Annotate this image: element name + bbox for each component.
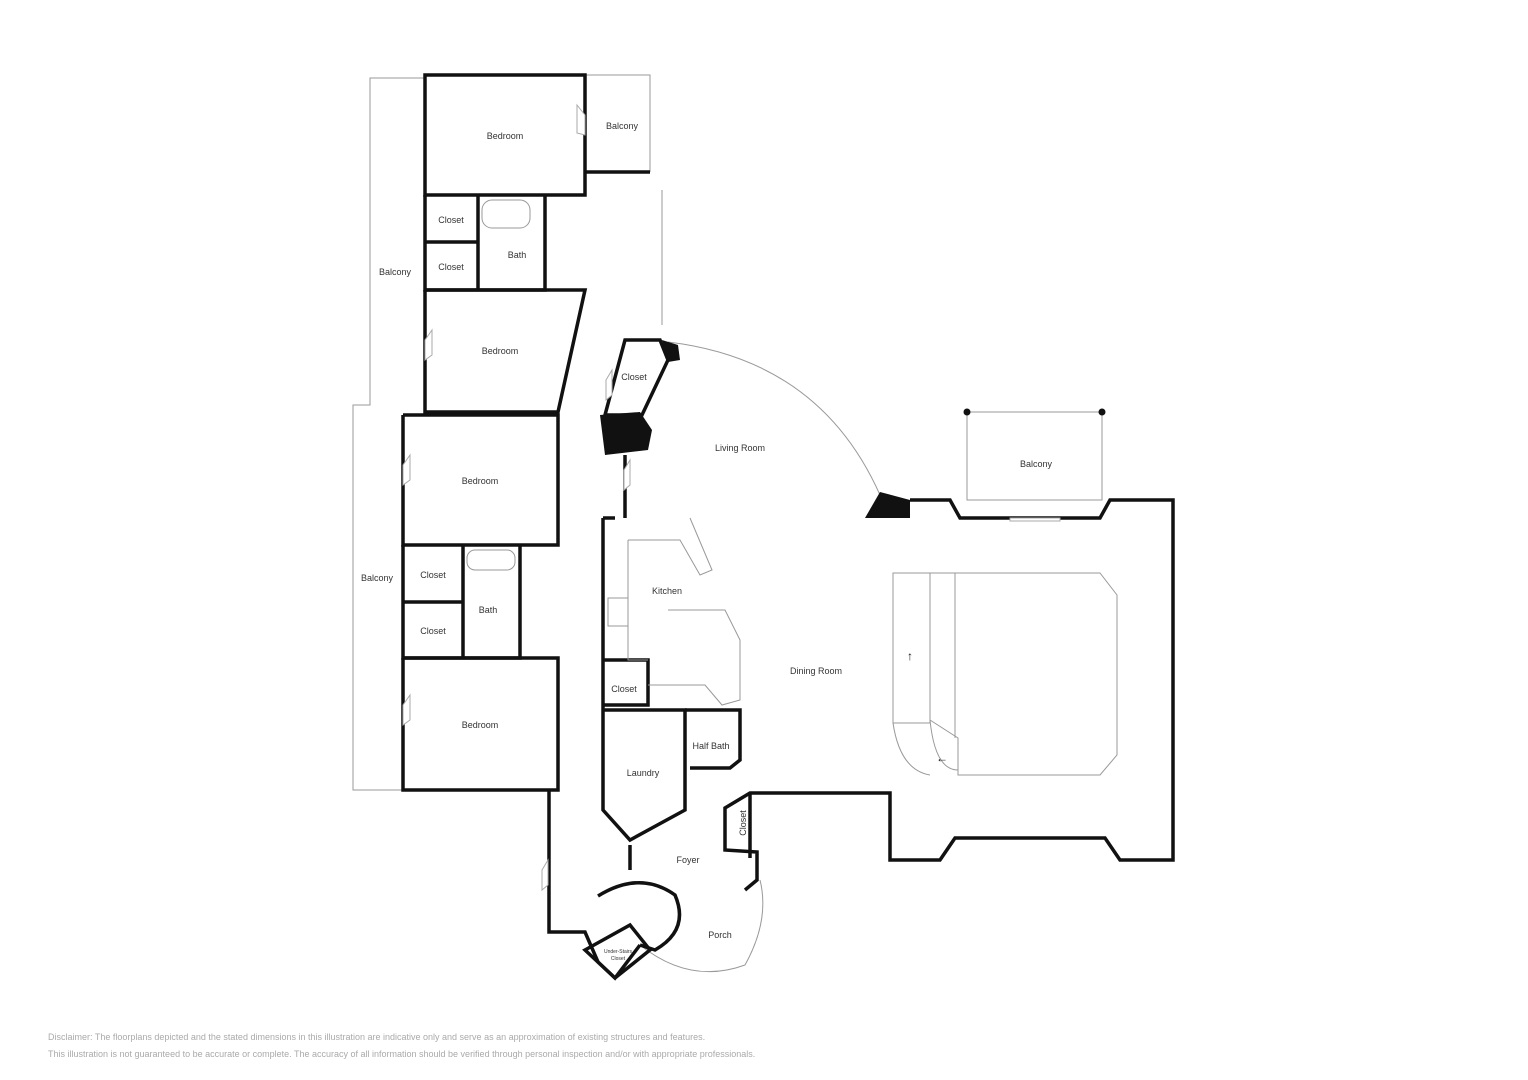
room-label: Closet — [420, 570, 446, 580]
room-label: Balcony — [361, 573, 394, 583]
room-label: Closet — [438, 215, 464, 225]
room-label: Closet — [738, 810, 748, 836]
room-label: Closet — [621, 372, 647, 382]
room-label: Porch — [708, 930, 732, 940]
room-label: Closet — [611, 956, 626, 962]
fixtures: ↑ ← — [466, 199, 1118, 776]
room-label: Bedroom — [482, 346, 519, 356]
room-label: Bedroom — [462, 720, 499, 730]
room-label: Closet — [420, 626, 446, 636]
svg-text:←: ← — [936, 751, 948, 765]
room-label: Balcony — [379, 267, 412, 277]
balcony-outlines — [352, 74, 1106, 973]
disclaimer-line: This illustration is not guaranteed to b… — [48, 1049, 756, 1059]
svg-text:↑: ↑ — [907, 649, 913, 663]
room-label: Laundry — [627, 768, 660, 778]
doors — [402, 103, 1061, 892]
room-label: Kitchen — [652, 586, 682, 596]
room-label: Bath — [479, 605, 498, 615]
room-label: Living Room — [715, 443, 765, 453]
disclaimer-line: Disclaimer: The floorplans depicted and … — [48, 1032, 706, 1042]
room-label: Foyer — [676, 855, 699, 865]
room-label: Balcony — [606, 121, 639, 131]
room-label: Under-Stairs — [604, 949, 633, 955]
walls — [401, 73, 1175, 981]
room-label: Closet — [438, 262, 464, 272]
room-labels: Bedroom Balcony Closet Closet Bath Balco… — [361, 121, 1053, 962]
room-label: Balcony — [1020, 459, 1053, 469]
room-label: Closet — [611, 684, 637, 694]
room-label: Bath — [508, 250, 527, 260]
room-label: Half Bath — [692, 741, 729, 751]
room-label: Bedroom — [462, 476, 499, 486]
room-label: Bedroom — [487, 131, 524, 141]
room-label: Dining Room — [790, 666, 842, 676]
